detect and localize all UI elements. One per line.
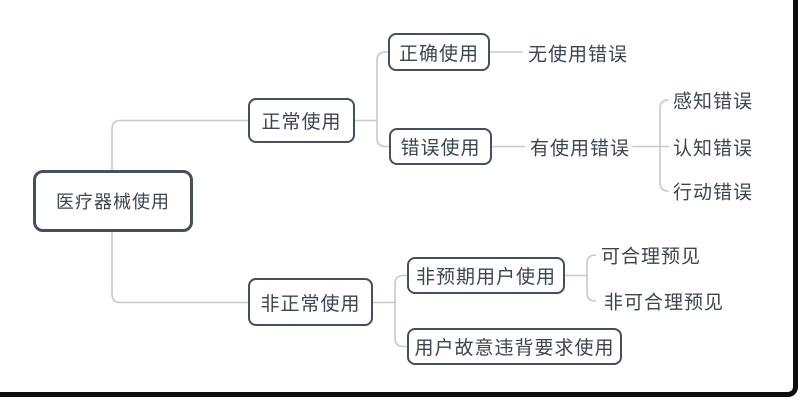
connector-abnormal-to-unintended [394,274,408,304]
node-intentional-violation-use[interactable]: 用户故意违背要求使用 [407,328,622,365]
node-medical-device-use[interactable]: 医疗器械使用 [33,170,193,232]
connector-root-to-abnormal [111,231,249,304]
node-unintended-user-use[interactable]: 非预期用户使用 [407,257,565,294]
node-correct-use[interactable]: 正确使用 [388,33,490,71]
node-erroneous-use[interactable]: 错误使用 [389,128,492,165]
connector-has-error-to-action [659,145,669,192]
connector-has-error-to-perception [659,99,669,148]
leaf-has-use-error[interactable]: 有使用错误 [530,138,631,159]
connector-unintended-to-not-foreseeable [586,274,597,302]
connector-abnormal-to-violation [394,301,408,348]
leaf-reasonably-foreseeable[interactable]: 可合理预见 [601,246,702,268]
node-abnormal-use[interactable]: 非正常使用 [248,278,373,326]
connector-unintended-to-foreseeable [586,254,597,277]
node-normal-use[interactable]: 正常使用 [248,98,355,143]
leaf-not-reasonably-foreseeable[interactable]: 非可合理预见 [604,292,725,314]
leaf-no-use-error[interactable]: 无使用错误 [528,44,629,66]
connector-root-to-normal [111,119,249,171]
leaf-action-error[interactable]: 行动错误 [673,182,754,204]
connector-normal-to-wrong [376,119,390,148]
connector-normal-to-correct [376,51,389,122]
leaf-cognition-error[interactable]: 认知错误 [673,138,754,159]
leaf-perception-error[interactable]: 感知错误 [673,91,754,113]
